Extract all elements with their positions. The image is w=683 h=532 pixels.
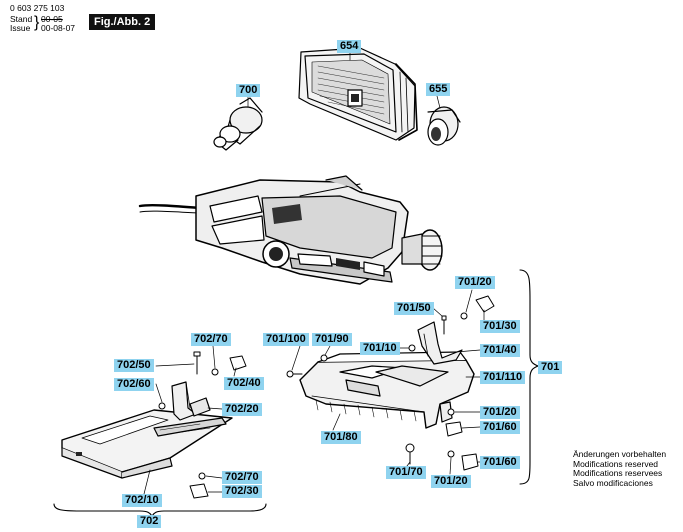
figure-badge: Fig./Abb. 2 [89,14,156,30]
part-label-702-50[interactable]: 702/50 [114,359,154,372]
part-label-702-20[interactable]: 702/20 [222,403,262,416]
part-label-701-70[interactable]: 701/70 [386,466,426,479]
part-label-702-10[interactable]: 702/10 [122,494,162,507]
part-label-701[interactable]: 701 [538,361,563,374]
part-label-701-60-mid[interactable]: 701/60 [480,421,520,434]
belt-sander-drawing [138,175,443,285]
part-label-701-10[interactable]: 701/10 [360,342,400,355]
part-label-701-90[interactable]: 701/90 [312,333,352,346]
old-stand-code: 00-05 [41,14,63,24]
part-label-701-30[interactable]: 701/30 [480,320,520,333]
part-label-654[interactable]: 654 [337,40,362,53]
fence-702-drawing [61,381,233,479]
part-label-701-50[interactable]: 701/50 [394,302,434,315]
part-label-701-80[interactable]: 701/80 [321,431,361,444]
part-label-655[interactable]: 655 [426,83,451,96]
part-label-701-20-bottom[interactable]: 701/20 [431,475,471,488]
part-label-702[interactable]: 702 [137,515,162,528]
part-label-701-100[interactable]: 701/100 [263,333,309,346]
issue-code: 00-08-07 [41,23,76,33]
leader-lines [143,51,485,495]
part-label-701-20-mid[interactable]: 701/20 [480,406,520,419]
part-label-701-110[interactable]: 701/110 [480,371,526,384]
part-label-702-30[interactable]: 702/30 [222,485,262,498]
part-label-701-20-top[interactable]: 701/20 [455,276,495,289]
part-label-701-40[interactable]: 701/40 [480,344,520,357]
document-number: 0 603 275 103 [10,3,65,13]
modifications-notice: Änderungen vorbehalten Modifications res… [573,449,667,488]
fastener-parts [158,295,495,499]
part-label-700[interactable]: 700 [236,84,261,97]
brace-symbol: } [34,14,40,31]
issue-label: Issue [10,23,31,33]
adapter-700-drawing [213,97,263,151]
dust-box-654-drawing [298,47,418,141]
notice-line-de: Änderungen vorbehalten [573,449,667,459]
notice-line-es: Salvo modificaciones [573,477,653,488]
notice-line-en: Modifications reserved [573,458,659,469]
part-label-702-60[interactable]: 702/60 [114,378,154,391]
part-label-702-40[interactable]: 702/40 [224,377,264,390]
fence-701-drawing [299,321,475,429]
part-label-702-70-bottom[interactable]: 702/70 [222,471,262,484]
part-label-702-70-top[interactable]: 702/70 [191,333,231,346]
part-label-701-60-bottom[interactable]: 701/60 [480,456,520,469]
notice-line-fr: Modifications reservees [573,468,663,478]
connector-655-drawing [427,106,461,146]
stand-label: Stand [10,14,33,24]
